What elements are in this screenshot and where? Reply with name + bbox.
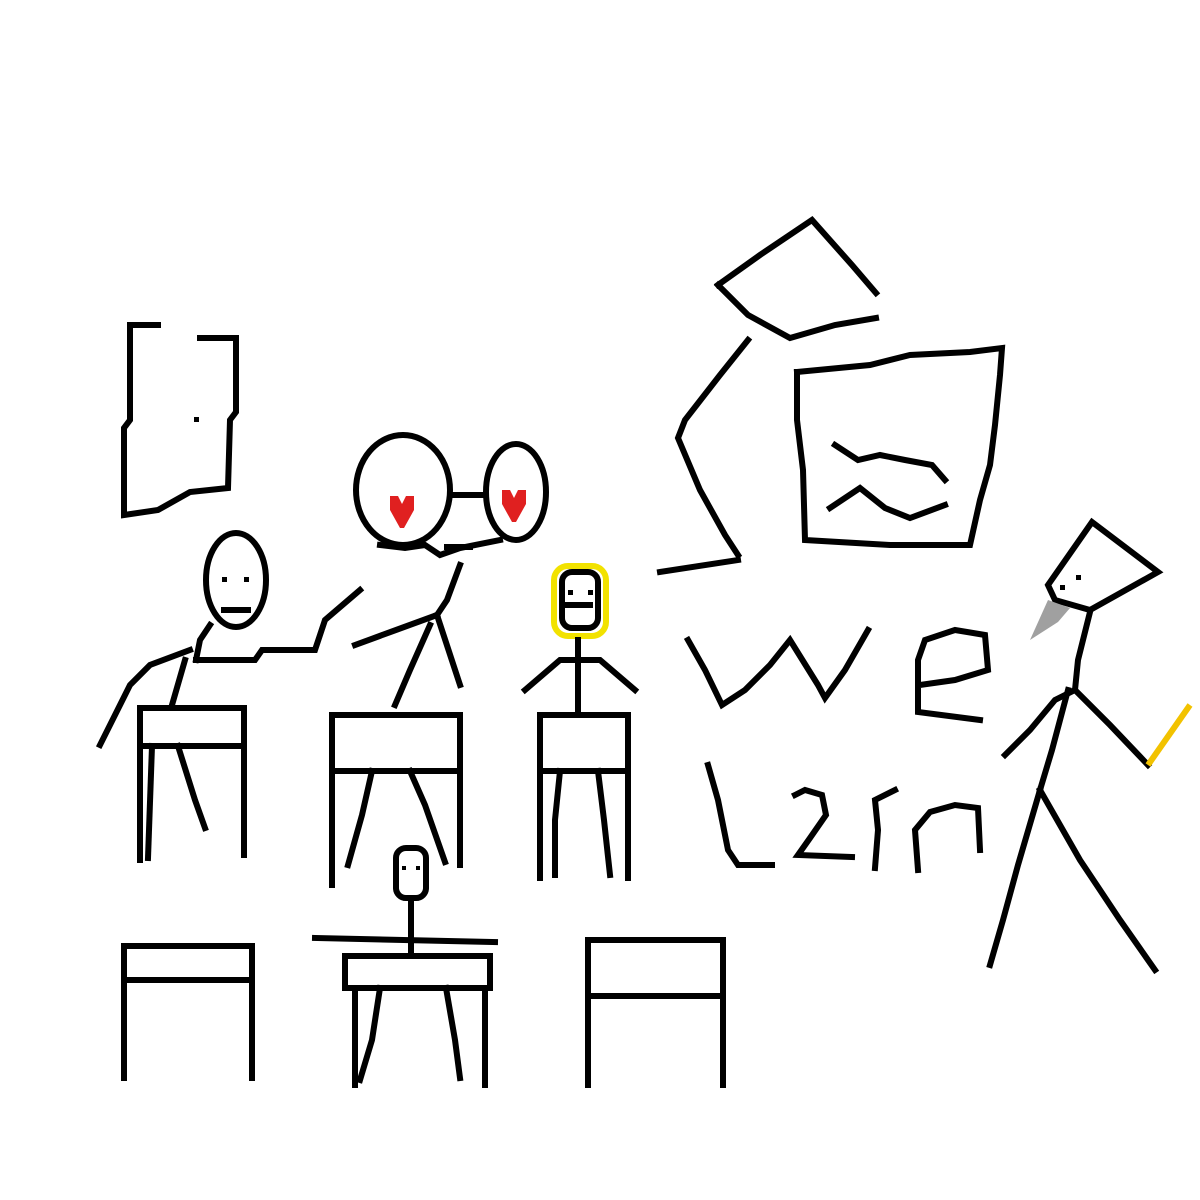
desk-bottom-middle <box>342 953 493 1088</box>
desk-bottom-left <box>121 943 255 1081</box>
student-small <box>311 845 499 958</box>
desk-top-left <box>137 705 247 863</box>
caption-letter-r <box>871 785 900 872</box>
lamp-arm <box>674 335 753 560</box>
student-glasses <box>351 432 549 709</box>
teacher <box>986 517 1193 975</box>
desk-top-middle <box>329 712 463 888</box>
halo-icon <box>551 563 609 639</box>
glasses-right-lens <box>483 441 549 543</box>
student-left-head <box>203 530 269 630</box>
student-left-reaching-arm <box>193 585 365 663</box>
heart-eye-right-icon <box>502 490 526 522</box>
student-left-eye <box>244 577 249 582</box>
door <box>121 322 239 519</box>
screen-squiggle-top <box>830 440 950 485</box>
caption-letter-l <box>704 761 775 868</box>
heart-eye-left-icon <box>390 496 414 528</box>
student-halo-arms <box>520 657 640 695</box>
student-halo-head <box>559 569 601 631</box>
lamp-base <box>656 556 742 576</box>
teacher-neck <box>1071 608 1094 694</box>
student-left-eye <box>222 577 227 582</box>
desk-top-right <box>537 712 631 881</box>
teacher-right-leg <box>1035 785 1160 975</box>
projector-lamp <box>656 216 881 576</box>
student-left <box>95 530 365 750</box>
caption-letter-n <box>911 801 984 874</box>
teacher-beard-icon <box>1030 600 1070 640</box>
student-left-arm <box>95 646 194 750</box>
student-small-head <box>393 845 429 901</box>
chalk-stick-icon <box>1145 703 1193 767</box>
teacher-left-leg <box>986 786 1044 969</box>
projection-screen <box>793 344 1006 548</box>
glasses-left-lens <box>353 432 453 548</box>
student-small-arms <box>311 934 499 946</box>
screen-squiggle-bottom <box>825 484 949 522</box>
desk-bottom-right <box>585 937 726 1088</box>
caption-letters-we <box>683 625 873 710</box>
student-glasses-body <box>432 561 464 620</box>
teacher-right-arm <box>1070 685 1153 770</box>
caption-letter-z <box>790 786 856 861</box>
student-halo <box>520 563 640 715</box>
teacher-head <box>1044 517 1164 614</box>
teacher-body <box>1036 686 1072 794</box>
caption-letter-e <box>915 626 992 724</box>
door-knob <box>194 417 199 422</box>
caption: we lern <box>683 625 992 874</box>
lamp-shade <box>713 216 881 298</box>
